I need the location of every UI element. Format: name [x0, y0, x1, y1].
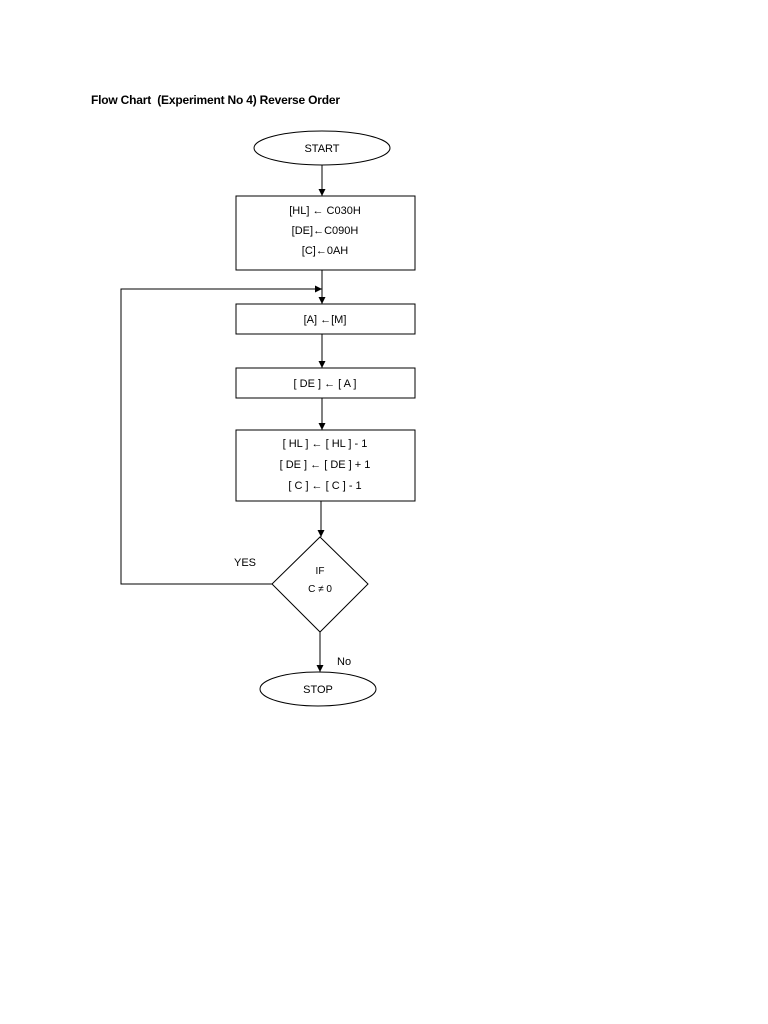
store-box [235, 367, 416, 399]
stop-node: STOP [259, 671, 377, 707]
store-node: [ DE ] ← [ A ] [235, 367, 416, 399]
init-box [235, 195, 416, 271]
decision-line-1: IF [316, 566, 325, 577]
init-line-2: [DE]←C090H [292, 225, 359, 237]
start-label: START [304, 143, 339, 155]
decision-node: IF C ≠ 0 [271, 536, 369, 633]
no-label: No [337, 656, 351, 668]
update-line-1: [ HL ] ← [ HL ] - 1 [283, 438, 368, 450]
stop-ellipse [259, 671, 377, 707]
update-box [235, 429, 416, 502]
update-line-2: [ DE ] ← [ DE ] + 1 [280, 459, 371, 471]
decision-line-2: C ≠ 0 [308, 584, 332, 595]
load-node: [A] ←[M] [235, 303, 416, 335]
start-node: START [253, 130, 391, 166]
load-label: [A] ←[M] [304, 314, 347, 326]
update-node: [ HL ] ← [ HL ] - 1 [ DE ] ← [ DE ] + 1 … [235, 429, 416, 502]
page-title: Flow Chart (Experiment No 4) Reverse Ord… [91, 93, 340, 107]
update-line-3: [ C ] ← [ C ] - 1 [288, 480, 361, 492]
yes-label: YES [234, 557, 256, 569]
store-label: [ DE ] ← [ A ] [294, 378, 357, 390]
init-line-1: [HL] ← C030H [289, 205, 361, 217]
stop-label: STOP [303, 684, 333, 696]
load-box [235, 303, 416, 335]
init-line-3: [C]←0AH [302, 245, 349, 257]
arrow-yes-loop [120, 285, 322, 585]
init-node: [HL] ← C030H [DE]←C090H [C]←0AH [235, 195, 416, 271]
